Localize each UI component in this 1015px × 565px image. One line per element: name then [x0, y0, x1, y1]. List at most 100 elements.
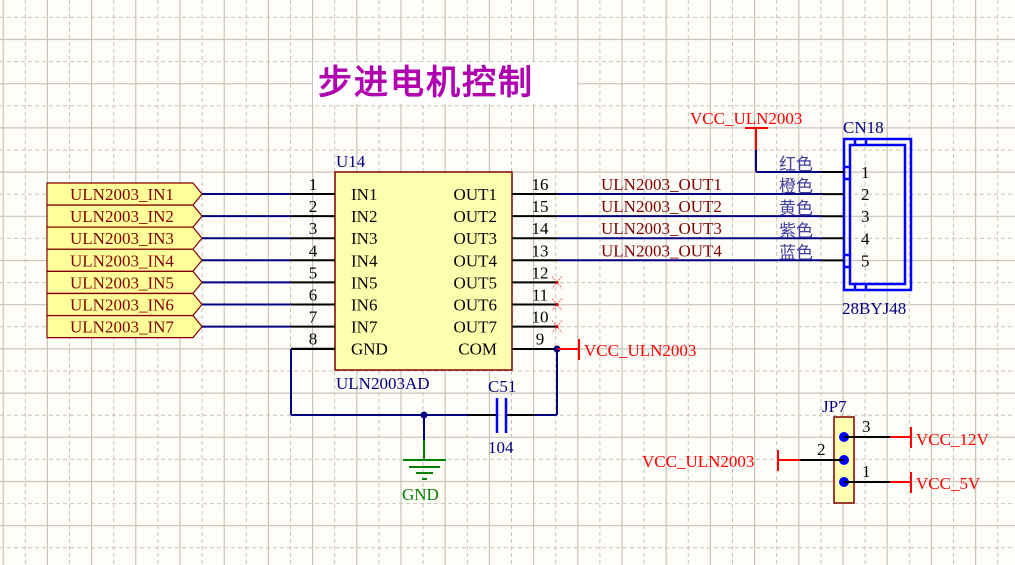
- u14-pin-number: 7: [309, 308, 318, 327]
- jp7-designator: JP7: [822, 397, 847, 416]
- u14-designator: U14: [336, 152, 366, 171]
- u14-pin-name: IN6: [351, 296, 377, 315]
- jp7-pin-3-number: 3: [862, 417, 871, 436]
- output-nets: ULN2003_OUT1ULN2003_OUT2ULN2003_OUT3ULN2…: [557, 175, 822, 262]
- port-shape[interactable]: [46, 182, 203, 206]
- no-connect-icon: [551, 298, 563, 311]
- u14-pin-number: 10: [532, 308, 549, 327]
- cn18-pin-number: 4: [861, 229, 870, 248]
- u14-pin-number: 9: [536, 330, 545, 349]
- no-connect-icon: [551, 320, 563, 333]
- output-net-label: ULN2003_OUT2: [601, 197, 722, 216]
- gnd-net: [290, 348, 468, 460]
- u14-pin-number: 16: [532, 175, 549, 194]
- output-net-label: ULN2003_OUT3: [601, 219, 722, 238]
- port-shape[interactable]: [46, 292, 203, 317]
- com-power-net: VCC_ULN2003: [512, 339, 696, 415]
- port-shape[interactable]: [46, 226, 203, 250]
- schematic-title: 步进电机控制: [318, 63, 534, 103]
- input-ports: ULN2003_IN1ULN2003_IN2ULN2003_IN3ULN2003…: [46, 182, 291, 339]
- u14-pin-name: OUT4: [454, 251, 498, 270]
- c51-capacitor[interactable]: C51 104: [468, 377, 557, 457]
- u14-pin-number: 11: [532, 286, 548, 305]
- u14-pin-name: GND: [351, 340, 388, 359]
- cn18-pin-number: 3: [861, 207, 870, 226]
- vcc-12v-label: VCC_12V: [916, 430, 989, 449]
- u14-pin-number: 13: [532, 241, 549, 260]
- title-background: [313, 62, 577, 104]
- jp7-pin-1-number: 1: [862, 462, 871, 481]
- no-connect-markers: [551, 276, 563, 333]
- u14-pin-number: 5: [309, 263, 318, 282]
- cn18-pin-number: 5: [861, 251, 870, 270]
- u14-pin-number: 6: [309, 286, 318, 305]
- input-port[interactable]: ULN2003_IN3: [46, 226, 203, 250]
- u14-pin-name: OUT7: [454, 318, 498, 337]
- input-port-label: ULN2003_IN5: [70, 273, 174, 292]
- u14-pin-name: OUT5: [454, 273, 497, 292]
- u14-pin-number: 1: [309, 175, 318, 194]
- u14-pin-name: OUT2: [454, 207, 497, 226]
- u14-pin-name: IN4: [351, 251, 378, 270]
- input-port-label: ULN2003_IN6: [70, 296, 174, 315]
- input-port-label: ULN2003_IN3: [70, 229, 174, 248]
- u14-component[interactable]: U14 ULN2003AD 1IN12IN23IN34IN45IN56IN67I…: [291, 152, 557, 393]
- vcc-uln2003-jp7-label: VCC_ULN2003: [642, 452, 754, 471]
- u14-pin-number: 2: [309, 197, 318, 216]
- output-net-label: ULN2003_OUT4: [601, 241, 722, 260]
- cn18-part-name: 28BYJ48: [842, 299, 906, 318]
- port-shape[interactable]: [46, 248, 203, 272]
- vcc-uln2003-com-label: VCC_ULN2003: [584, 341, 696, 360]
- input-port[interactable]: ULN2003_IN4: [46, 248, 203, 272]
- cn18-wire-color-label: 黄色: [779, 199, 813, 218]
- port-shape[interactable]: [46, 270, 203, 294]
- u14-pin-number: 8: [309, 330, 318, 349]
- input-port[interactable]: ULN2003_IN6: [46, 292, 203, 317]
- vcc-uln2003-top-label: VCC_ULN2003: [690, 109, 802, 128]
- u14-pin-number: 4: [309, 241, 318, 260]
- cn18-wire-color-label: 红色: [779, 155, 813, 174]
- input-port[interactable]: ULN2003_IN7: [46, 315, 203, 339]
- input-port-label: ULN2003_IN1: [70, 185, 174, 204]
- input-port[interactable]: ULN2003_IN5: [46, 270, 203, 294]
- input-port-label: ULN2003_IN4: [70, 251, 174, 270]
- u14-pin-number: 15: [532, 197, 549, 216]
- input-port[interactable]: ULN2003_IN2: [46, 204, 203, 228]
- port-shape[interactable]: [46, 315, 203, 339]
- cn18-wire-color-label: 蓝色: [779, 243, 813, 262]
- input-port[interactable]: ULN2003_IN1: [46, 182, 203, 206]
- u14-pin-name: OUT1: [454, 185, 497, 204]
- input-port-label: ULN2003_IN7: [70, 318, 174, 337]
- no-connect-icon: [551, 276, 563, 289]
- u14-pin-name: COM: [458, 340, 497, 359]
- port-shape[interactable]: [46, 204, 203, 228]
- vcc-uln2003-top-net: VCC_ULN2003: [690, 109, 844, 173]
- cn18-pin-number: 1: [861, 163, 870, 182]
- u14-part-name: ULN2003AD: [336, 374, 430, 393]
- cn18-designator: CN18: [843, 118, 884, 137]
- u14-pin-name: OUT6: [454, 296, 497, 315]
- u14-pin-name: IN2: [351, 207, 377, 226]
- u14-pin-number: 12: [532, 263, 549, 282]
- c51-designator: C51: [488, 377, 516, 396]
- cn18-wire-color-label: 紫色: [779, 221, 813, 240]
- jp7-jumper[interactable]: JP7 3 VCC_12V 2 VCC_ULN2003 1 VCC_5V: [642, 397, 989, 504]
- u14-pin-number: 14: [532, 219, 550, 238]
- u14-pin-name: IN3: [351, 229, 377, 248]
- vcc-5v-label: VCC_5V: [916, 474, 981, 493]
- u14-pin-number: 3: [309, 219, 318, 238]
- u14-body[interactable]: [334, 171, 513, 371]
- cn18-wire-color-label: 橙色: [779, 177, 813, 196]
- u14-pin-name: OUT3: [454, 229, 497, 248]
- gnd-symbol[interactable]: GND: [402, 459, 446, 504]
- input-port-label: ULN2003_IN2: [70, 207, 174, 226]
- u14-pin-name: IN1: [351, 185, 377, 204]
- jp7-pin-2-number: 2: [817, 440, 826, 459]
- u14-pin-name: IN7: [351, 318, 378, 337]
- gnd-label: GND: [402, 485, 439, 504]
- cn18-pin-number: 2: [861, 185, 870, 204]
